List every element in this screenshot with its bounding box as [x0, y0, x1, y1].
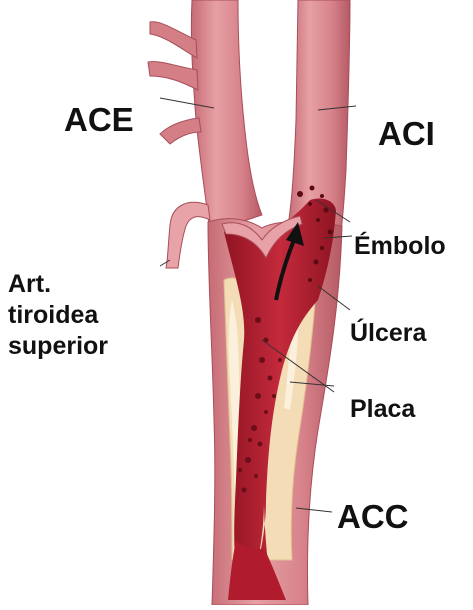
label-embolo: Émbolo — [354, 234, 446, 259]
label-tiroidea-line-1: Art. — [8, 269, 108, 300]
label-acc: ACC — [337, 500, 409, 533]
external-carotid-artery — [191, 0, 262, 232]
label-ulcera: Úlcera — [350, 321, 426, 346]
label-ace: ACE — [64, 103, 134, 136]
label-tiroidea-line-3: superior — [8, 331, 108, 362]
label-aci: ACI — [378, 117, 435, 150]
label-tiroidea-line-2: tiroidea — [8, 300, 108, 331]
superior-thyroid-artery — [166, 202, 210, 268]
label-placa: Placa — [350, 397, 415, 422]
external-carotid-branches — [148, 22, 201, 144]
label-superior-thyroid-artery: Art. tiroidea superior — [8, 269, 108, 362]
